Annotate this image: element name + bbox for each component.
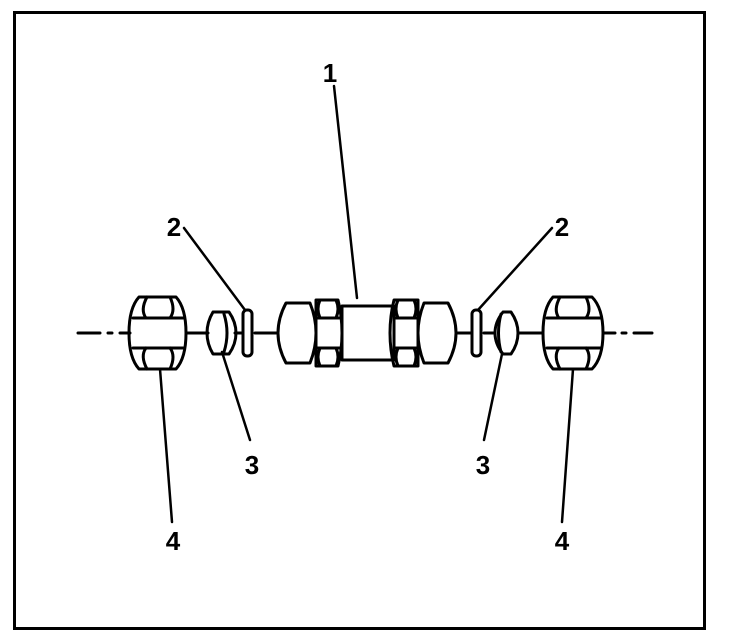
left-o-ring <box>241 308 254 358</box>
callout-2-left: 2 <box>166 212 182 242</box>
leader-3-right <box>482 352 504 442</box>
callout-2-right: 2 <box>554 212 570 242</box>
leader-2-left <box>182 226 247 312</box>
leader-4-left <box>158 367 174 524</box>
leader-lines <box>158 84 575 524</box>
callout-3-left: 3 <box>244 450 260 480</box>
leader-1 <box>332 84 359 300</box>
callout-3-right: 3 <box>475 450 491 480</box>
right-o-ring <box>470 308 483 358</box>
callout-1: 1 <box>322 58 338 88</box>
right-sleeve <box>493 310 520 356</box>
left-nut <box>127 295 188 371</box>
leader-3-left <box>220 350 252 442</box>
callout-4-right: 4 <box>554 526 570 556</box>
center-union <box>276 298 458 368</box>
left-sleeve <box>205 310 238 356</box>
leader-4-right <box>560 367 575 524</box>
callout-4-left: 4 <box>165 526 181 556</box>
leader-2-right <box>476 226 554 312</box>
right-nut <box>541 295 605 371</box>
